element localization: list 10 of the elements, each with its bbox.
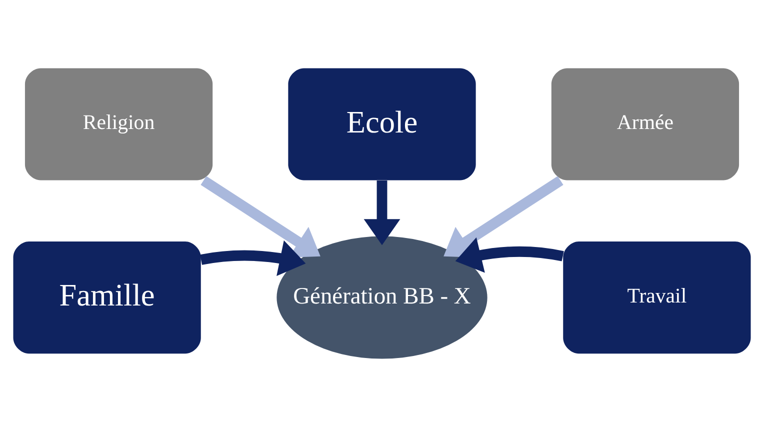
arrow [444, 176, 564, 258]
node-box: Ecole [288, 68, 476, 180]
arrow [200, 240, 306, 276]
arrow [364, 180, 400, 246]
node-box: Famille [13, 242, 201, 354]
arrow [455, 237, 564, 273]
node-box: Travail [563, 242, 751, 354]
node-box: Armée [551, 68, 740, 180]
node-box: Religion [24, 68, 213, 180]
arrow [200, 176, 320, 258]
